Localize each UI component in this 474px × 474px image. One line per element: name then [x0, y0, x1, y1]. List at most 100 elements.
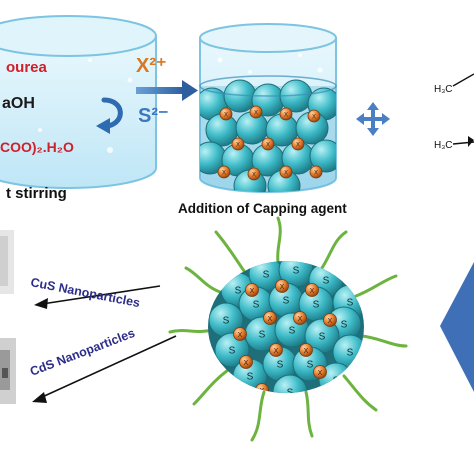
capping-molecule-top: H₃C — [434, 73, 474, 95]
svg-text:S: S — [235, 286, 242, 297]
svg-text:S: S — [259, 330, 266, 341]
cds-product-arrow: CdS Nanoparticles — [28, 326, 177, 403]
methyl-label-bottom: H₃C — [434, 140, 453, 151]
metal-ion: X — [219, 107, 233, 121]
metal-ion: X — [299, 343, 313, 357]
ligand-chain — [342, 374, 378, 412]
metal-ion: X — [305, 283, 319, 297]
metal-ion: X — [239, 355, 253, 369]
svg-text:S: S — [293, 266, 300, 277]
left-beaker-caption: t stirring — [6, 185, 67, 202]
sulfide-sphere — [309, 139, 336, 173]
metal-ion: X — [279, 165, 293, 179]
metal-ion: X — [217, 165, 231, 179]
sulfide-sphere: S — [272, 374, 308, 399]
capping-molecule-bottom: H₃C — [434, 136, 474, 151]
svg-text:S: S — [347, 298, 354, 309]
svg-text:X: X — [274, 348, 279, 355]
ligand-chain — [168, 328, 214, 334]
four-way-arrow-icon — [356, 102, 390, 136]
svg-text:S: S — [307, 360, 314, 371]
svg-text:X: X — [236, 143, 240, 149]
svg-text:X: X — [280, 284, 285, 291]
reagent-thiourea: ourea — [6, 59, 48, 76]
ligand-chain — [192, 368, 230, 406]
svg-text:S: S — [287, 388, 294, 399]
middle-beaker-caption: Addition of Capping agent — [178, 201, 347, 216]
svg-text:X: X — [298, 316, 303, 323]
metal-ion: X — [245, 283, 259, 297]
svg-text:S: S — [247, 372, 254, 383]
svg-text:X: X — [310, 288, 315, 295]
svg-text:X: X — [222, 171, 226, 177]
reagent-acetate: COO)₂.H₂O — [0, 139, 74, 155]
svg-text:X: X — [284, 113, 288, 119]
metal-ion: X — [307, 109, 321, 123]
metal-ion: X — [269, 343, 283, 357]
metal-ion: X — [279, 107, 293, 121]
metal-ion: X — [263, 311, 277, 325]
svg-text:X: X — [318, 370, 323, 377]
left-beaker: ourea aOH COO)₂.H₂O t stirring — [0, 15, 157, 202]
svg-text:X: X — [312, 115, 316, 121]
metal-ion: X — [249, 105, 263, 119]
metal-ion: X — [291, 137, 305, 151]
cds-label: CdS Nanoparticles — [28, 326, 137, 379]
metal-ion: X — [309, 165, 323, 179]
ligand-chain — [184, 266, 222, 294]
ligand-chain — [214, 230, 248, 276]
svg-text:X: X — [254, 111, 258, 117]
svg-text:X: X — [314, 171, 318, 177]
svg-text:S: S — [283, 296, 290, 307]
tem-image-fragments — [0, 230, 16, 404]
svg-text:S: S — [277, 360, 284, 371]
cus-product-arrow: CuS Nanoparticles — [29, 275, 161, 310]
svg-text:S: S — [229, 346, 236, 357]
methyl-label-top: H₃C — [434, 84, 453, 95]
metal-ion: X — [261, 137, 275, 151]
ion-addition-arrow: X²⁺ S²⁻ — [136, 55, 198, 127]
svg-text:X: X — [284, 171, 288, 177]
svg-text:X: X — [296, 143, 300, 149]
svg-text:S: S — [313, 300, 320, 311]
diamond-shape — [440, 262, 474, 392]
svg-text:S: S — [341, 320, 348, 331]
svg-text:X: X — [244, 360, 249, 367]
metal-ion: X — [323, 313, 337, 327]
svg-text:X: X — [266, 143, 270, 149]
reagent-naoh: aOH — [2, 95, 35, 112]
ligand-chain — [304, 390, 314, 438]
svg-text:X: X — [224, 113, 228, 119]
svg-text:S: S — [319, 332, 326, 343]
metal-ion: X — [275, 279, 289, 293]
stir-arrow-icon — [101, 97, 123, 129]
metal-ion: X — [313, 365, 327, 379]
svg-text:S: S — [289, 326, 296, 337]
svg-text:X: X — [328, 318, 333, 325]
metal-ion: X — [231, 137, 245, 151]
svg-text:S: S — [323, 276, 330, 287]
svg-text:S: S — [333, 376, 340, 387]
metal-ion: X — [293, 311, 307, 325]
ligand-chain — [320, 230, 348, 270]
svg-text:S: S — [263, 270, 270, 281]
ligand-chain — [360, 334, 408, 348]
ligand-chain — [276, 216, 282, 264]
svg-text:X: X — [304, 348, 309, 355]
svg-text:X: X — [268, 316, 273, 323]
metal-ion: X — [233, 327, 247, 341]
svg-text:S: S — [347, 348, 354, 359]
svg-text:X: X — [250, 288, 255, 295]
ligand-chain — [250, 390, 266, 442]
svg-text:S: S — [253, 300, 260, 311]
anion-label: S²⁻ — [138, 105, 169, 127]
svg-text:X: X — [238, 332, 243, 339]
sediment-particles: X X X X X X X X X X X — [200, 79, 336, 192]
middle-beaker: X X X X X X X X X X X Addition of Capping agent — [178, 23, 347, 216]
svg-text:S: S — [223, 316, 230, 327]
ligand-chain — [354, 274, 398, 298]
svg-text:X: X — [252, 173, 256, 179]
metal-ion: X — [247, 167, 261, 181]
